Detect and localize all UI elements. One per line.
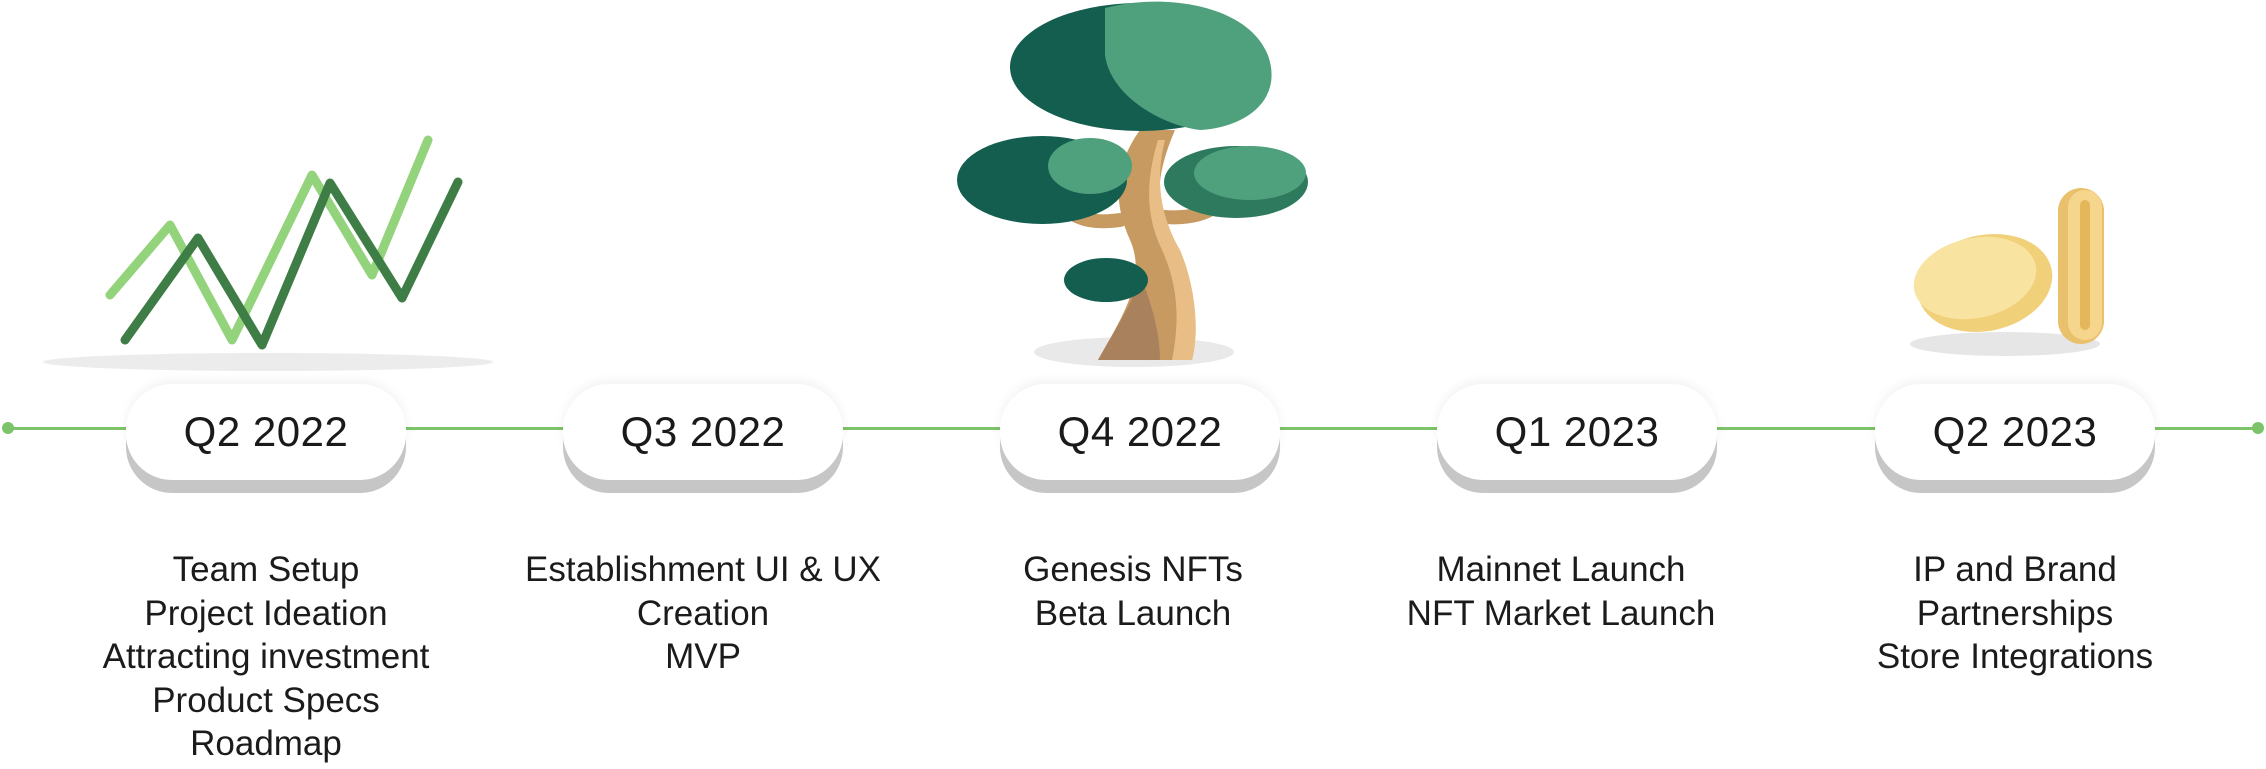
list-item: MVP	[665, 637, 741, 676]
list-item: Attracting investment	[102, 637, 430, 676]
list-item: Partnerships	[1916, 593, 2114, 633]
milestone-items-q4-2022: Genesis NFTs Beta Launch	[913, 548, 1353, 635]
list-item: Genesis NFTs	[1023, 550, 1243, 589]
trend-lines-icon	[43, 135, 493, 371]
milestone-pill-q1-2023: Q1 2023	[1437, 384, 1717, 480]
coins-icon	[1910, 188, 2104, 356]
milestone-label: Q1 2023	[1494, 408, 1660, 455]
milestone-items-q2-2022: Team Setup Project Ideation Attracting i…	[46, 548, 486, 766]
milestone-pill-q4-2022: Q4 2022	[1000, 384, 1280, 480]
list-item: Store Integrations	[1876, 637, 2154, 676]
timeline-start-dot	[2, 422, 14, 434]
milestone-items-q2-2023: IP and Brand Partnerships Store Integrat…	[1795, 548, 2235, 679]
milestone-items-q1-2023: Mainnet Launch NFT Market Launch	[1341, 548, 1781, 635]
list-item: Product Specs	[152, 680, 380, 720]
list-item: NFT Market Launch	[1406, 593, 1716, 633]
milestone-items-q3-2022: Establishment UI & UX Creation MVP	[483, 548, 923, 679]
milestone-label: Q2 2023	[1932, 408, 2098, 455]
list-item: Creation	[636, 593, 770, 633]
list-item: Team Setup	[172, 550, 360, 589]
list-item: Establishment UI & UX	[525, 550, 881, 589]
tree-icon	[957, 1, 1308, 367]
milestone-label: Q2 2022	[183, 408, 349, 455]
list-item: Project Ideation	[144, 593, 388, 633]
list-item: IP and Brand	[1913, 550, 2117, 589]
list-item: Roadmap	[190, 724, 342, 763]
milestone-pill-q2-2023: Q2 2023	[1875, 384, 2155, 480]
milestone-pill-q2-2022: Q2 2022	[126, 384, 406, 480]
milestone-label: Q4 2022	[1057, 408, 1223, 455]
milestone-label: Q3 2022	[620, 408, 786, 455]
list-item: Mainnet Launch	[1436, 550, 1686, 589]
timeline-end-dot	[2252, 422, 2264, 434]
milestone-pill-q3-2022: Q3 2022	[563, 384, 843, 480]
list-item: Beta Launch	[1034, 593, 1232, 633]
